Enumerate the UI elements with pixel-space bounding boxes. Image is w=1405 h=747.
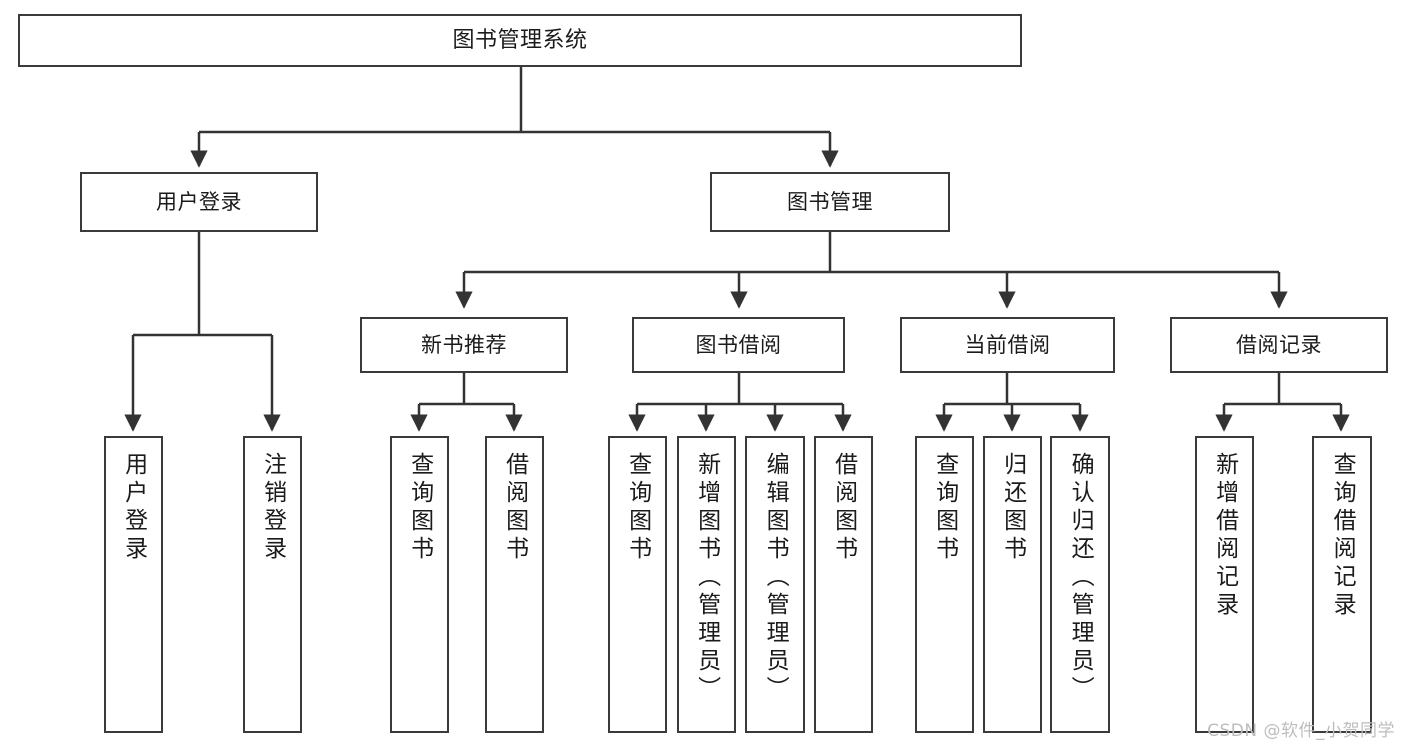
watermark-text: CSDN @软件_小贺同学 — [1207, 721, 1395, 741]
node-user-login[interactable]: 用户登录 — [80, 172, 318, 232]
leaf-current-borrow-1[interactable]: 归还图书 — [983, 436, 1042, 733]
node-root-label: 图书管理系统 — [452, 27, 588, 53]
leaf-book-borrow-0[interactable]: 查询图书 — [608, 436, 667, 733]
leaf-book-borrow-2[interactable]: 编辑图书（管理员） — [745, 436, 805, 733]
node-current-borrow[interactable]: 当前借阅 — [900, 317, 1115, 373]
leaf-new-book-rec-1[interactable]: 借阅图书 — [485, 436, 544, 733]
leaf-current-borrow-0[interactable]: 查询图书 — [915, 436, 974, 733]
leaf-label: 新增借阅记录 — [1211, 452, 1238, 620]
leaf-user-login-1[interactable]: 注销登录 — [243, 436, 302, 733]
leaf-new-book-rec-0[interactable]: 查询图书 — [390, 436, 449, 733]
leaf-book-borrow-3[interactable]: 借阅图书 — [814, 436, 873, 733]
leaf-book-borrow-1[interactable]: 新增图书（管理员） — [677, 436, 736, 733]
node-book-borrow[interactable]: 图书借阅 — [632, 317, 845, 373]
leaf-current-borrow-2[interactable]: 确认归还（管理员） — [1050, 436, 1110, 733]
node-borrow-record-label: 借阅记录 — [1236, 332, 1322, 357]
node-borrow-record[interactable]: 借阅记录 — [1170, 317, 1388, 373]
node-current-borrow-label: 当前借阅 — [964, 332, 1051, 357]
node-new-book-rec-label: 新书推荐 — [421, 332, 507, 357]
node-root[interactable]: 图书管理系统 — [18, 14, 1022, 67]
node-book-manage-label: 图书管理 — [787, 189, 873, 214]
leaf-label: 新增图书（管理员） — [693, 452, 720, 704]
leaf-label: 借阅图书 — [830, 452, 857, 564]
leaf-label: 归还图书 — [999, 452, 1026, 564]
leaf-label: 编辑图书（管理员） — [762, 452, 789, 704]
leaf-label: 用户登录 — [120, 452, 147, 564]
node-new-book-rec[interactable]: 新书推荐 — [360, 317, 568, 373]
leaf-label: 借阅图书 — [501, 452, 528, 564]
leaf-user-login-0[interactable]: 用户登录 — [104, 436, 163, 733]
node-book-manage[interactable]: 图书管理 — [710, 172, 950, 232]
leaf-label: 确认归还（管理员） — [1067, 452, 1094, 704]
leaf-label: 查询图书 — [624, 452, 651, 564]
leaf-label: 查询图书 — [931, 452, 958, 564]
node-book-borrow-label: 图书借阅 — [695, 332, 782, 357]
leaf-borrow-record-0[interactable]: 新增借阅记录 — [1195, 436, 1254, 733]
node-user-login-label: 用户登录 — [156, 189, 242, 214]
leaf-label: 查询借阅记录 — [1329, 452, 1356, 620]
leaf-label: 注销登录 — [259, 452, 286, 564]
leaf-label: 查询图书 — [406, 452, 433, 564]
leaf-borrow-record-1[interactable]: 查询借阅记录 — [1312, 436, 1372, 733]
